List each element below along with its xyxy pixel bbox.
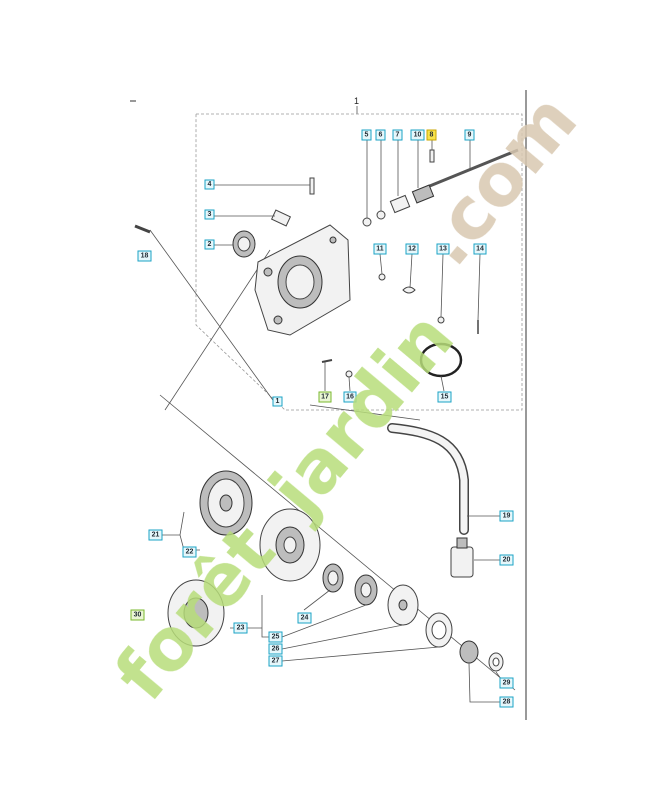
- guide-line: [164, 249, 271, 411]
- thrust-washer: [425, 612, 453, 648]
- callout-28: 28: [499, 696, 514, 708]
- spring-clip: [402, 286, 416, 294]
- svg-text:27: 27: [272, 658, 280, 665]
- svg-text:18: 18: [141, 253, 149, 260]
- svg-text:13: 13: [439, 246, 447, 253]
- washer: [362, 217, 372, 227]
- svg-text:9: 9: [468, 132, 472, 139]
- callout-22: 22: [182, 546, 197, 558]
- svg-text:16: 16: [346, 394, 354, 401]
- callout-27: 27: [268, 655, 283, 667]
- svg-text:6: 6: [379, 132, 383, 139]
- svg-text:10: 10: [414, 132, 422, 139]
- callout-26: 26: [268, 643, 283, 655]
- needle-bearing: [322, 563, 344, 593]
- assembly-dashed-boundary: [195, 113, 523, 411]
- callout-17: 17: [318, 391, 332, 403]
- svg-text:29: 29: [503, 680, 511, 687]
- callout-16: 16: [343, 391, 357, 403]
- o-ring-small: [378, 273, 386, 281]
- callout-4: 4: [204, 179, 215, 190]
- callout-9: 9: [464, 129, 475, 141]
- svg-text:2: 2: [208, 241, 212, 248]
- callout-19: 19: [499, 510, 514, 522]
- guide-line: [149, 229, 276, 404]
- watermark-text-com: .com: [404, 78, 593, 281]
- callout-13: 13: [436, 243, 450, 255]
- svg-text:8: 8: [430, 132, 434, 139]
- adjust-screw: [270, 209, 292, 227]
- check-pin: [429, 149, 435, 163]
- clutch-shoes: [199, 470, 253, 536]
- svg-text:17: 17: [321, 394, 329, 401]
- svg-text:25: 25: [272, 634, 280, 641]
- callouts: 1 2 3 4 5 6 7 8 9 10 11 12 13 14 15 16 1…: [130, 129, 514, 708]
- clutch-assembly-30: [167, 579, 225, 647]
- drive-disc: [387, 584, 419, 626]
- oil-pump-housing: [254, 224, 351, 336]
- sprocket: [354, 574, 378, 606]
- callout-8-highlighted: 8: [426, 129, 437, 141]
- callout-2: 2: [204, 239, 215, 250]
- callout-20: 20: [499, 554, 514, 566]
- leader-lines: [162, 140, 505, 703]
- callout-15: 15: [437, 391, 452, 403]
- callout-30: 30: [130, 609, 145, 621]
- callout-23: 23: [233, 622, 248, 634]
- callout-24: 24: [297, 612, 312, 624]
- svg-text:19: 19: [503, 513, 511, 520]
- svg-text:5: 5: [365, 132, 369, 139]
- pump-piston: [414, 148, 519, 194]
- svg-text:28: 28: [503, 699, 511, 706]
- watermark-logo: forêt jardin .com: [99, 78, 593, 716]
- svg-text:26: 26: [272, 646, 280, 653]
- washer-29: [488, 652, 504, 672]
- svg-text:3: 3: [208, 211, 212, 218]
- svg-text:20: 20: [503, 557, 511, 564]
- seal-ring: [232, 230, 256, 258]
- callout-18: 18: [137, 250, 152, 262]
- callout-21: 21: [148, 529, 163, 541]
- svg-text:14: 14: [476, 246, 484, 253]
- svg-text:12: 12: [408, 246, 416, 253]
- washer: [437, 316, 445, 324]
- callout-29: 29: [499, 677, 514, 689]
- bolt: [134, 224, 151, 234]
- callout-11: 11: [373, 243, 387, 255]
- svg-text:11: 11: [376, 246, 384, 253]
- callout-12: 12: [405, 243, 419, 255]
- oil-hose: [387, 423, 469, 535]
- callout-1: 1: [272, 396, 283, 407]
- washer: [376, 210, 386, 220]
- callout-6: 6: [375, 129, 386, 141]
- svg-text:23: 23: [237, 625, 245, 632]
- clutch-drum: [259, 508, 321, 582]
- callout-3: 3: [204, 209, 215, 220]
- callout-25: 25: [268, 631, 283, 643]
- svg-text:1: 1: [276, 398, 280, 405]
- callout-14: 14: [473, 243, 487, 255]
- svg-text:15: 15: [441, 394, 449, 401]
- svg-text:30: 30: [134, 612, 142, 619]
- guide-line: [159, 394, 516, 691]
- svg-text:4: 4: [208, 181, 212, 188]
- dowel-pin: [309, 177, 315, 195]
- svg-text:7: 7: [396, 132, 400, 139]
- oil-filter: [450, 537, 474, 578]
- assembly-number: 1: [354, 96, 359, 106]
- svg-text:22: 22: [186, 549, 194, 556]
- gear-worm: [459, 640, 479, 664]
- oil-nozzle: [321, 359, 333, 363]
- svg-text:21: 21: [152, 532, 160, 539]
- pump-spring: [389, 184, 435, 214]
- svg-text:24: 24: [301, 615, 309, 622]
- guide-line: [309, 404, 421, 421]
- callout-10: 10: [410, 129, 425, 141]
- callout-5: 5: [361, 129, 372, 141]
- callout-7: 7: [392, 129, 403, 141]
